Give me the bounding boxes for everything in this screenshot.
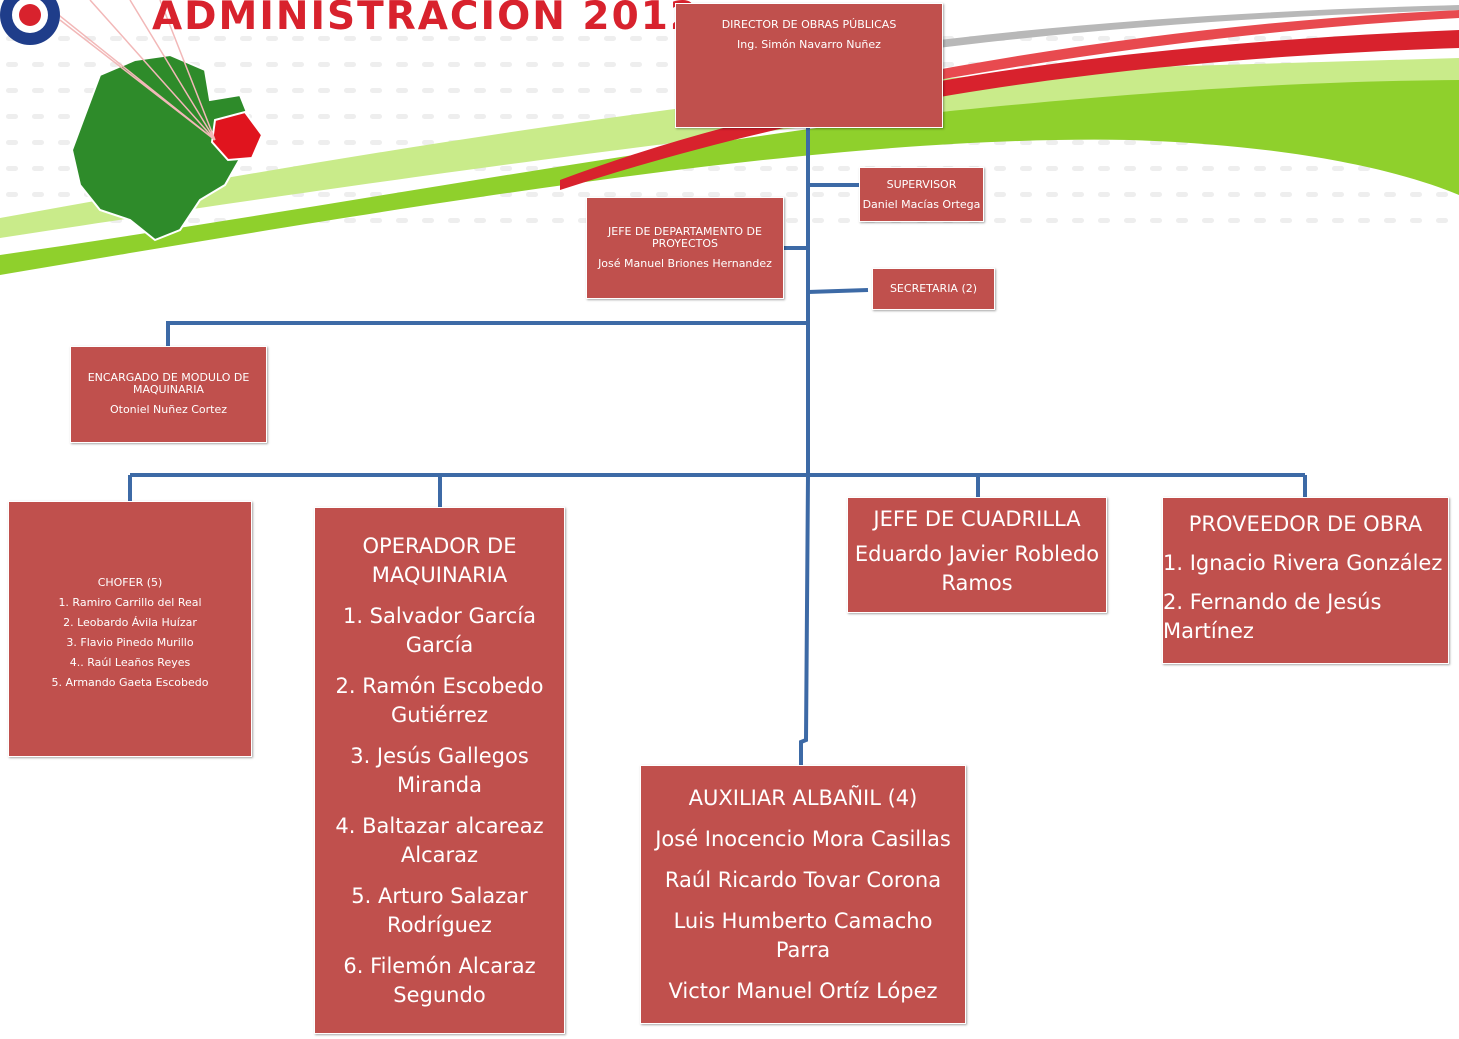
auxiliar-person: Victor Manuel Ortíz López [668,979,938,1003]
chofer-person: 4.. Raúl Leaños Reyes [69,656,191,669]
jefe-proyectos-name: José Manuel Briones Hernandez [598,257,772,270]
jefe-proyectos-title: JEFE DE DEPARTAMENTO DE PROYECTOS [608,225,762,250]
operador-person: 2. Ramón Escobedo Gutiérrez [335,674,544,727]
director-title: DIRECTOR DE OBRAS PÚBLICAS [721,18,897,31]
supervisor-title: SUPERVISOR [886,178,957,191]
supervisor-name: Daniel Macías Ortega [862,198,981,211]
director-box: DIRECTOR DE OBRAS PÚBLICAS Ing. Simón Na… [675,3,943,128]
operador-person: 4. Baltazar alcareaz Alcaraz [335,814,544,867]
encargado-title: ENCARGADO DE MODULO DE MAQUINARIA [87,371,250,396]
auxiliar-box: AUXILIAR ALBAÑIL (4) José Inocencio Mora… [640,765,966,1024]
grey-swoosh [860,5,1459,58]
connector-line [799,474,810,765]
operador-person: 5. Arturo Salazar Rodríguez [351,884,528,937]
red-swoosh [560,30,1459,190]
jefe-cuadrilla-name: Eduardo Javier Robledo Ramos [854,542,1100,595]
auxiliar-person: Luis Humberto Camacho Parra [673,909,933,962]
operador-person: 1. Salvador García García [342,604,537,657]
encargado-name: Otoniel Nuñez Cortez [109,403,228,416]
auxiliar-title: AUXILIAR ALBAÑIL (4) [688,786,918,810]
proveedor-person: 2. Fernando de Jesús Martínez [1163,590,1382,643]
chofer-person: 5. Armando Gaeta Escobedo [51,676,209,689]
secretaria-title: SECRETARIA (2) [889,282,978,295]
operador-person: 3. Jesús Gallegos Miranda [350,744,529,797]
light-green-swoosh [0,58,1459,238]
jefe-cuadrilla-title: JEFE DE CUADRILLA [873,507,1081,531]
jefe-cuadrilla-box: JEFE DE CUADRILLA Eduardo Javier Robledo… [847,497,1107,613]
connector-line [166,321,808,346]
state-map-logo [39,0,264,242]
secretaria-box: SECRETARIA (2) [872,268,995,310]
green-swoosh [0,70,1459,275]
jefe-proyectos-box: JEFE DE DEPARTAMENTO DE PROYECTOS José M… [586,197,784,299]
auxiliar-person: José Inocencio Mora Casillas [655,827,951,851]
chofer-title: CHOFER (5) [97,576,163,589]
connector-line [807,288,869,294]
chofer-person: 2. Leobardo Ávila Huízar [63,616,197,629]
proveedor-box: PROVEEDOR DE OBRA 1. Ignacio Rivera Gonz… [1162,497,1449,664]
map-green [70,53,252,242]
operador-title: OPERADOR DE MAQUINARIA [362,534,517,587]
proveedor-person: 1. Ignacio Rivera González [1163,551,1443,575]
auxiliar-person: Raúl Ricardo Tovar Corona [664,868,942,892]
operador-box: OPERADOR DE MAQUINARIA 1. Salvador Garcí… [314,507,565,1034]
chofer-person: 1. Ramiro Carrillo del Real [58,596,202,609]
chofer-person: 3. Flavio Pinedo Murillo [66,636,194,649]
encargado-box: ENCARGADO DE MODULO DE MAQUINARIA Otonie… [70,346,267,443]
director-name: Ing. Simón Navarro Nuñez [737,38,881,51]
map-red-region [210,110,264,162]
proveedor-title: PROVEEDOR DE OBRA [1188,512,1423,536]
red-swoosh-thin [700,10,1459,126]
banner-title: ADMINISTRACIÓN 2012 [152,0,699,39]
seal-emblem [0,0,60,45]
supervisor-box: SUPERVISOR Daniel Macías Ortega [859,167,984,222]
map-rays [39,0,216,141]
operador-person: 6. Filemón Alcaraz Segundo [343,954,536,1007]
chofer-box: CHOFER (5) 1. Ramiro Carrillo del Real 2… [8,501,252,757]
